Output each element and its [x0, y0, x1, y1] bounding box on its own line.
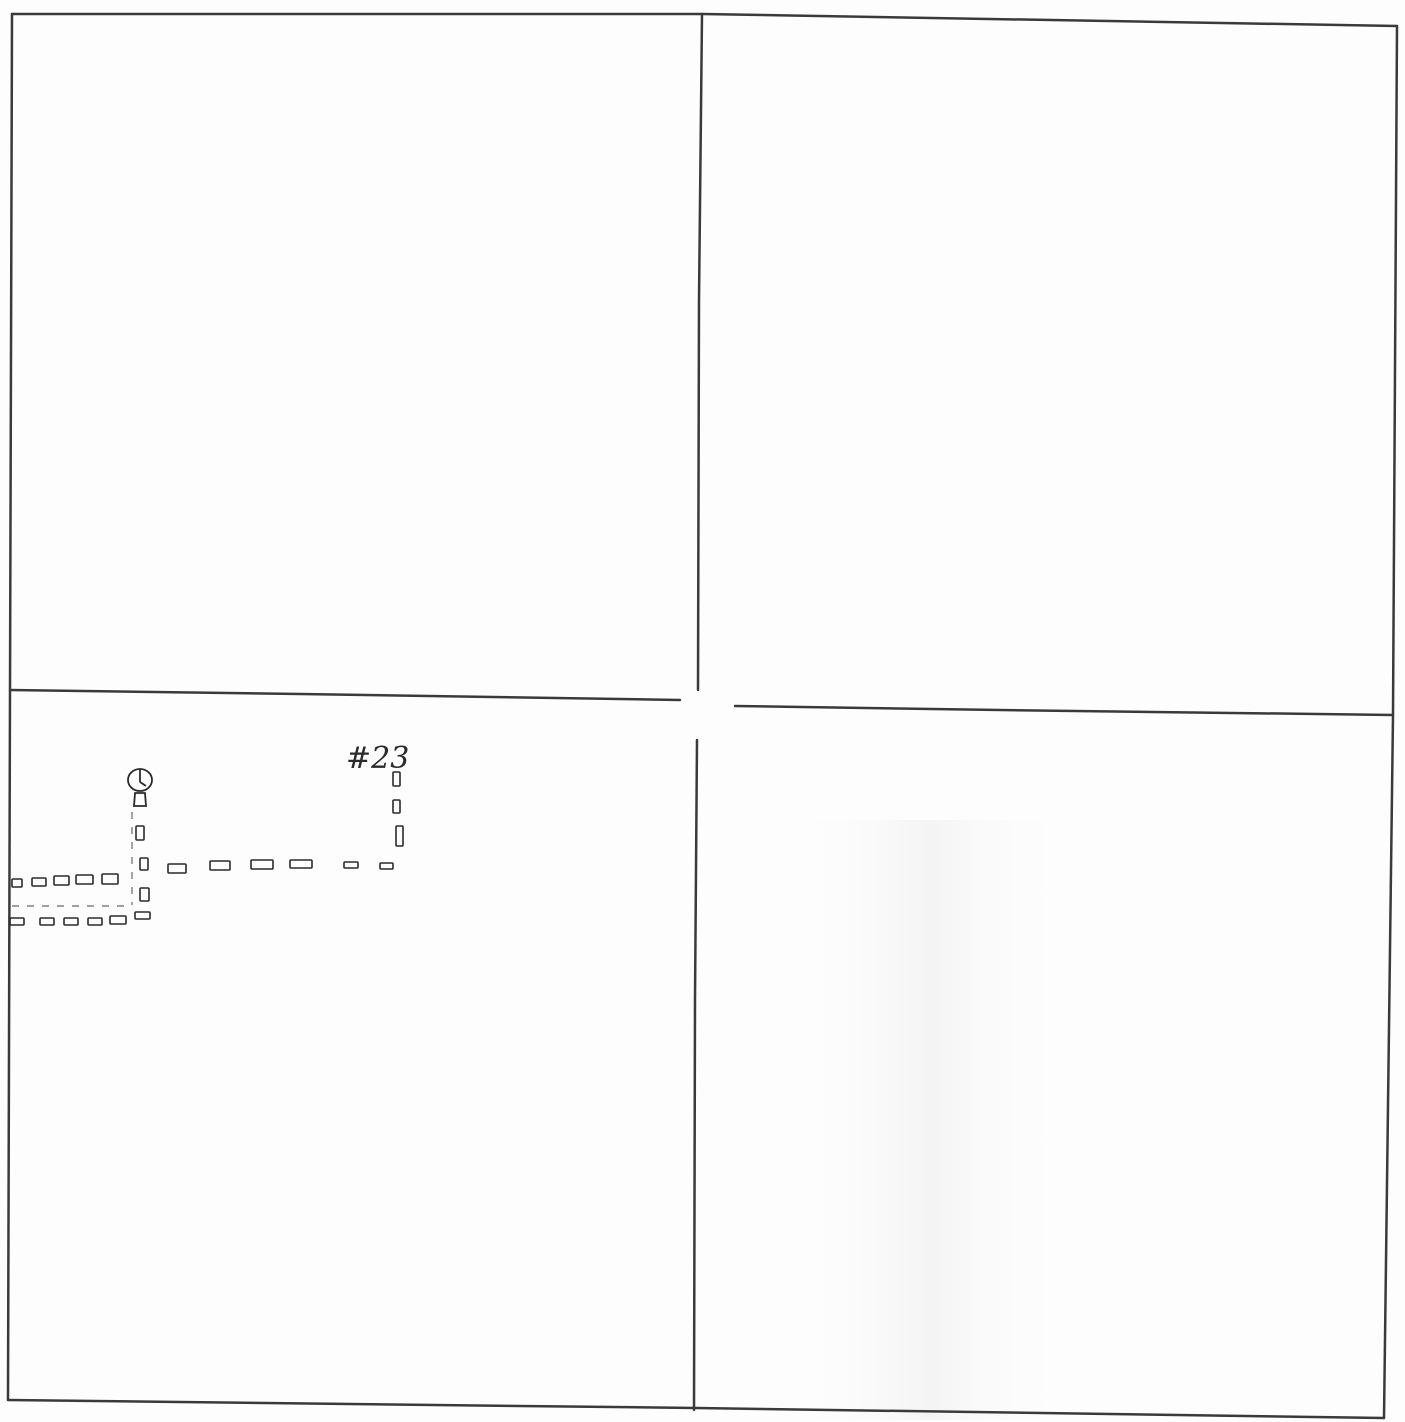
footprint-mark-icon: [40, 918, 54, 925]
grid-frame-top: [12, 14, 1397, 26]
footprint-mark-icon: [12, 879, 22, 887]
footprint-mark-icon: [344, 862, 358, 868]
footprint-mark-icon: [10, 918, 24, 925]
footprint-mark-icon: [140, 858, 148, 870]
grid-frame-right: [1384, 26, 1397, 1418]
footprint-mark-icon: [140, 888, 149, 901]
footprint-mark-icon: [110, 916, 126, 924]
grid-frame-bottom: [8, 1400, 1384, 1418]
footprint-mark-icon: [396, 826, 403, 846]
grid-frame-left: [8, 14, 12, 1400]
footprint-mark-icon: [251, 860, 273, 869]
footprint-mark-icon: [168, 864, 186, 873]
footprint-mark-icon: [136, 826, 144, 840]
footprint-mark-icon: [102, 874, 118, 884]
footprint-mark-icon: [135, 912, 150, 919]
grid-divider-vertical-bottom: [694, 740, 697, 1410]
footprint-mark-icon: [210, 861, 230, 870]
grid-divider-horizontal-left: [10, 690, 680, 700]
footprint-mark-icon: [76, 875, 93, 884]
footprint-mark-icon: [64, 918, 78, 925]
footprint-mark-icon: [54, 876, 69, 885]
footprint-mark-icon: [290, 860, 312, 868]
grid-divider-vertical-top: [698, 14, 702, 690]
footprint-mark-icon: [393, 800, 400, 813]
location-pin-icon: [128, 769, 152, 806]
annotation-label: #23: [346, 741, 409, 776]
path-marks: [10, 772, 403, 925]
footprint-mark-icon: [380, 863, 393, 869]
paper-shading: [780, 820, 1080, 1420]
grid-divider-horizontal-right: [735, 706, 1393, 715]
footprint-mark-icon: [32, 878, 46, 886]
footprint-mark-icon: [88, 918, 102, 925]
